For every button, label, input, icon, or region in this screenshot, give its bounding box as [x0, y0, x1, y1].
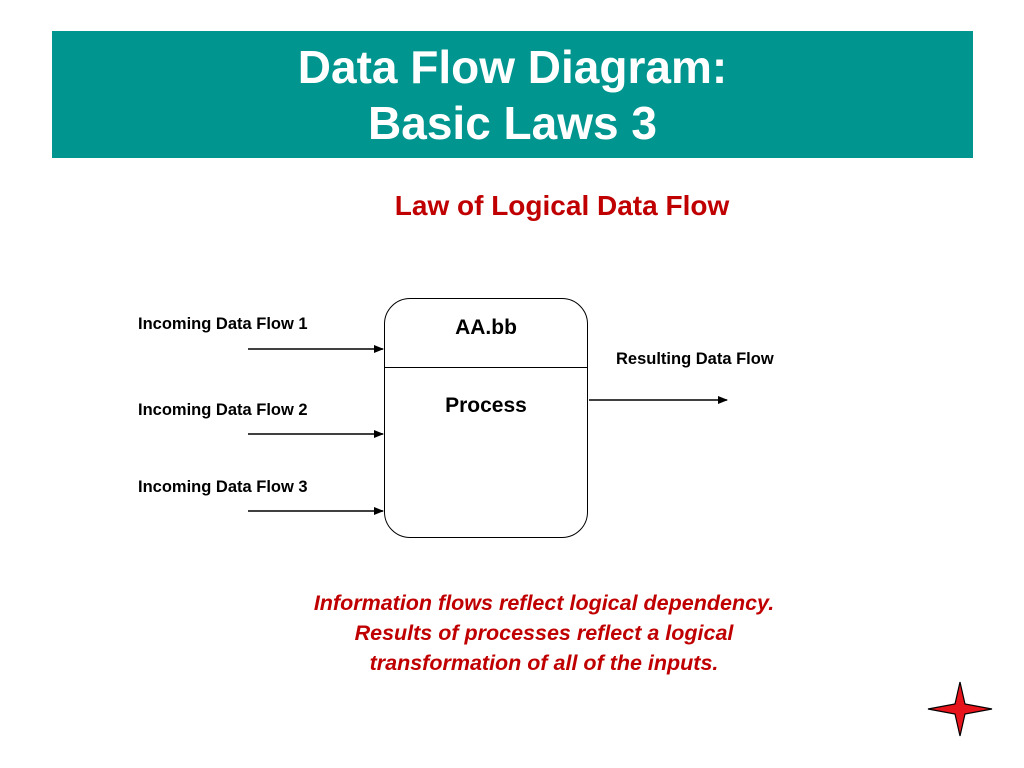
- incoming-flow-3-label: Incoming Data Flow 3: [138, 478, 308, 496]
- slide-title-line-2: Basic Laws 3: [368, 96, 657, 149]
- law-subtitle: Law of Logical Data Flow: [394, 190, 730, 221]
- four-point-star-icon[interactable]: [926, 680, 994, 738]
- process-divider: [385, 367, 587, 368]
- note-line-3: transformation of all of the inputs.: [369, 651, 719, 675]
- note-line-2: Results of processes reflect a logical: [354, 621, 734, 645]
- explanation-note: Information flows reflect logical depend…: [0, 588, 1024, 678]
- process-name: Process: [445, 394, 527, 417]
- process-id: AA.bb: [455, 316, 517, 339]
- process-box: AA.bb Process: [384, 298, 588, 538]
- incoming-flow-1-label: Incoming Data Flow 1: [138, 315, 308, 333]
- slide-title-line-1: Data Flow Diagram:: [297, 40, 728, 93]
- note-line-1: Information flows reflect logical depend…: [313, 591, 775, 615]
- resulting-flow-label: Resulting Data Flow: [616, 350, 774, 368]
- incoming-flow-2-label: Incoming Data Flow 2: [138, 401, 308, 419]
- title-banner: Data Flow Diagram: Basic Laws 3: [52, 31, 973, 158]
